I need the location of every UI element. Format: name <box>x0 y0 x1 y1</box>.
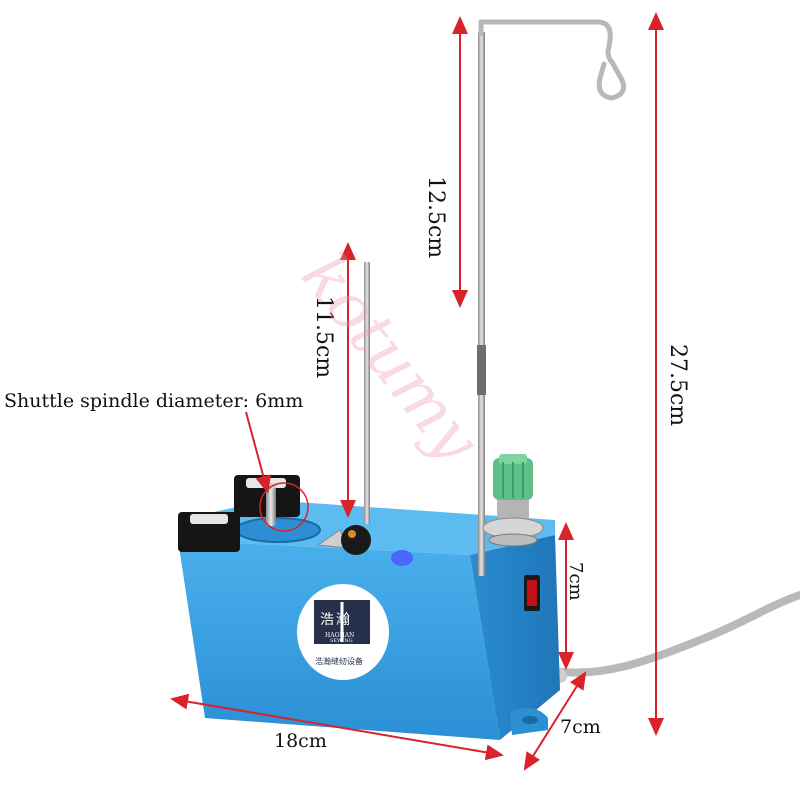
dimension-arrows <box>170 11 664 771</box>
arrow-box-length <box>170 693 504 761</box>
label-box-depth: 7cm <box>560 716 601 738</box>
black-knob <box>341 525 371 555</box>
thread-guide-front <box>178 512 240 552</box>
logo-brand-cn: 浩瀚 <box>320 612 352 628</box>
tall-stand-rod <box>478 32 485 576</box>
logo-brand-sub: SEWING <box>330 638 353 644</box>
label-box-height: 7cm <box>565 562 586 601</box>
logo-sticker <box>297 584 389 680</box>
label-spindle-diameter: Shuttle spindle diameter: 6mm <box>4 390 304 412</box>
logo-brand-en: HAOHAN <box>325 632 355 639</box>
arrow-box-depth <box>523 671 587 771</box>
short-thread-rod <box>364 262 370 524</box>
label-total-height: 27.5cm <box>665 344 690 427</box>
label-box-length: 18cm <box>274 730 327 752</box>
power-cord <box>544 591 800 677</box>
logo-tagline: 浩瀚缝纫设备 <box>315 657 363 666</box>
arrow-spindle-pointer <box>245 411 272 494</box>
blue-button <box>391 550 413 566</box>
stand-hook <box>478 19 627 101</box>
green-tension-knob <box>482 454 544 547</box>
shuttle-spindle <box>266 486 276 526</box>
power-switch <box>524 575 540 611</box>
spindle-highlight-circle <box>259 482 309 532</box>
label-hook-height: 12.5cm <box>423 176 448 259</box>
